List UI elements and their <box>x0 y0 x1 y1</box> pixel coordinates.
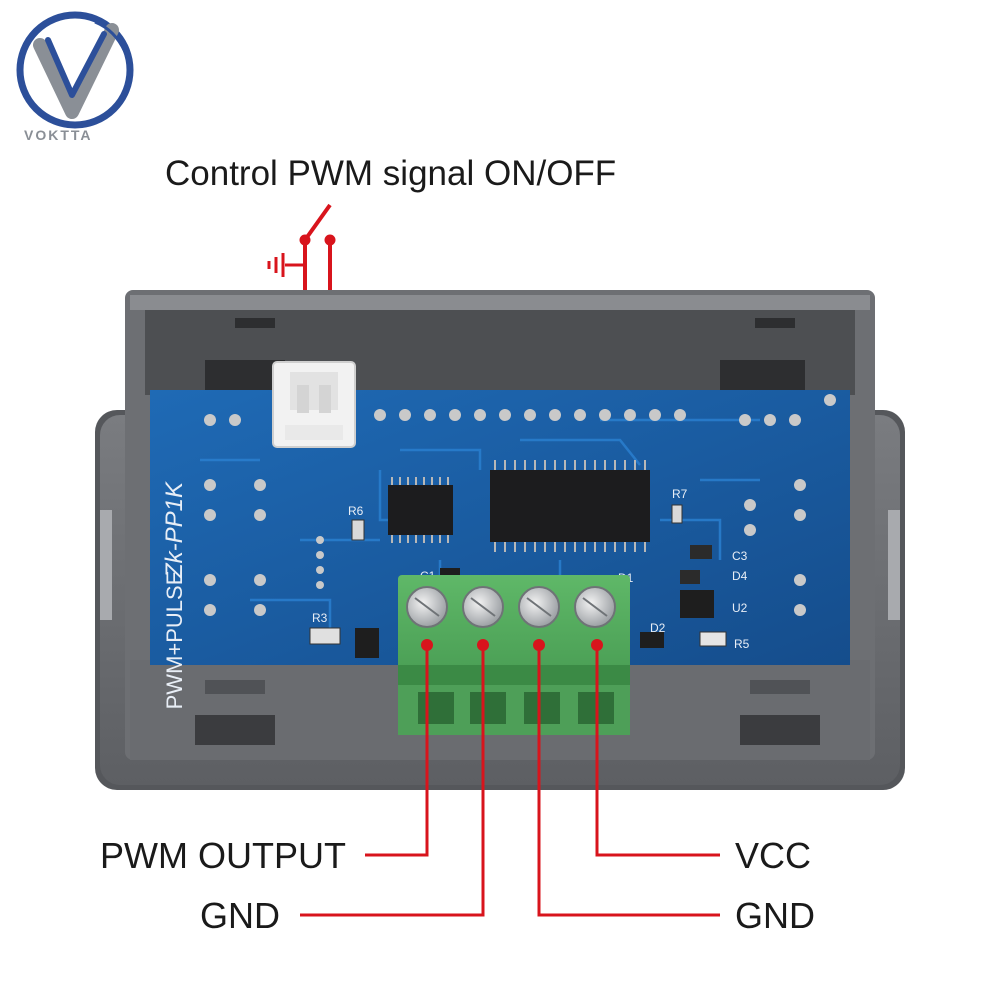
callout-pwm-output <box>365 645 429 857</box>
board-ref-label: D2 <box>650 621 666 635</box>
jst-connector <box>272 361 356 448</box>
callout-gnd-right <box>537 645 720 917</box>
callout-dots <box>421 639 603 651</box>
brand-name: VOKTTA <box>24 127 93 143</box>
label-gnd-right: GND <box>735 895 815 936</box>
board-ref-label: C3 <box>732 549 748 563</box>
board-ref-label: R7 <box>672 487 688 501</box>
brand-logo <box>16 11 134 129</box>
label-gnd-left: GND <box>200 895 280 936</box>
callout-lines <box>300 645 720 917</box>
board-ref-label: R5 <box>734 637 750 651</box>
board-ref-label: U2 <box>732 601 748 615</box>
callout-vcc <box>595 645 720 857</box>
board-ref-label: R6 <box>348 504 364 518</box>
label-control-pwm: Control PWM signal ON/OFF <box>165 154 617 193</box>
board-model-text: Zk-PP1K <box>161 481 188 579</box>
terminal-screws <box>406 586 616 628</box>
label-vcc: VCC <box>735 835 812 876</box>
callout-gnd-left <box>300 645 485 917</box>
board-ref-label: R3 <box>312 611 328 625</box>
label-pwm-output: PWM OUTPUT <box>100 835 346 876</box>
terminal-block <box>398 575 630 735</box>
board-ref-label: D4 <box>732 569 748 583</box>
board-function-text: PWM+PULSE <box>162 571 187 710</box>
